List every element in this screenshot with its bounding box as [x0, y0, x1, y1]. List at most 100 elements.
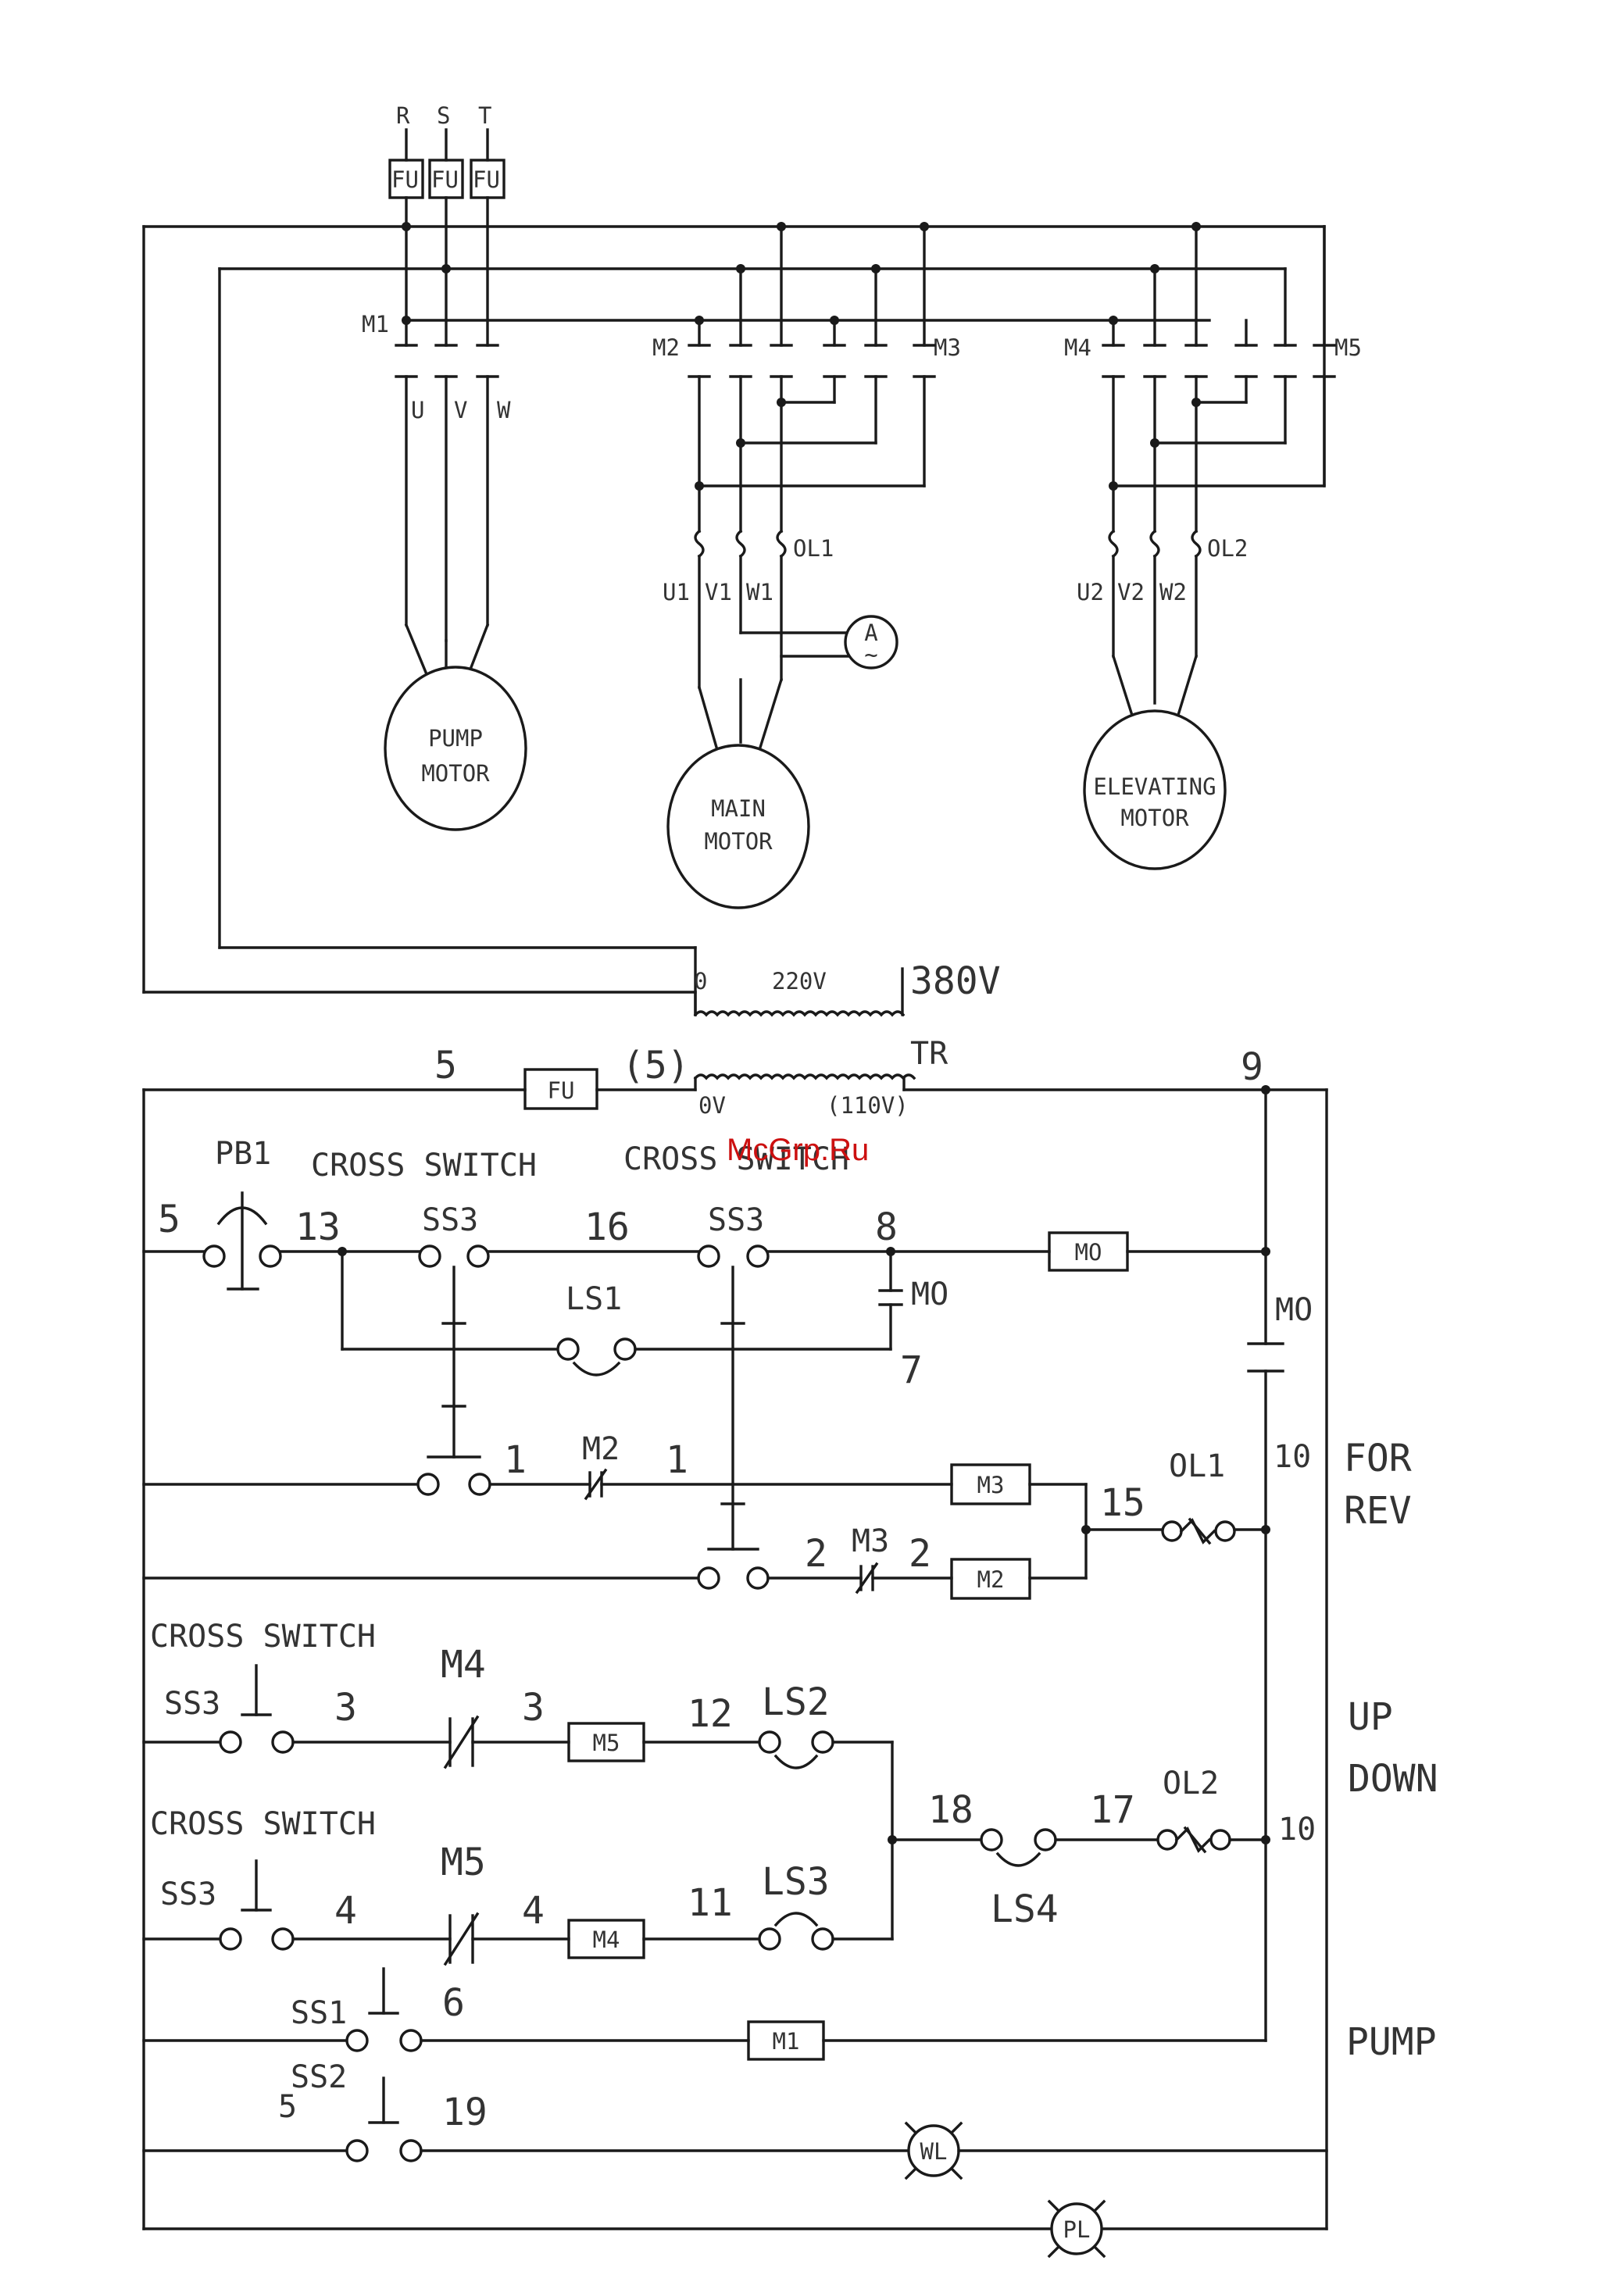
ammeter: A ~ [844, 615, 898, 670]
ls1-limit-switch [556, 1337, 637, 1377]
svg-text:M2: M2 [977, 1566, 1005, 1593]
m0-contact-right [1247, 1342, 1284, 1373]
control-transformer-primary [693, 946, 906, 1017]
cross-switch-label-2: CROSS SWITCH [623, 1141, 849, 1177]
svg-text:ELEVATING: ELEVATING [1093, 773, 1216, 800]
svg-text:FU: FU [431, 166, 459, 193]
m0-contact-left [878, 1289, 903, 1306]
ol1-contact-label: OL1 [1169, 1448, 1225, 1484]
wire-2-label-a: 2 [805, 1532, 827, 1576]
ol2-label: OL2 [1207, 535, 1248, 562]
wire-17-label: 17 [1090, 1788, 1135, 1832]
wire-4-label-b: 4 [522, 1889, 545, 1933]
for-label: FOR [1344, 1437, 1412, 1480]
ss3-up-pushbutton[interactable] [219, 1664, 295, 1754]
transformer-380v-label: 380V [910, 959, 1001, 1003]
wire-10-upper-label: 10 [1274, 1439, 1311, 1475]
wire-9-label: 9 [1241, 1045, 1263, 1089]
tr-110v-label: (110V) [827, 1092, 909, 1119]
main-terminal-w1: W1 [746, 579, 773, 605]
svg-text:A: A [864, 620, 877, 646]
elev-terminal-u2: U2 [1077, 579, 1104, 605]
ss3-contact-1[interactable] [418, 1244, 490, 1268]
m3-label: M3 [934, 334, 961, 361]
ss2-switch[interactable] [345, 2076, 423, 2162]
ss3-for-contact[interactable] [416, 1455, 491, 1496]
ss3-label-up: SS3 [164, 1686, 220, 1722]
main-motor: MAIN MOTOR [666, 744, 810, 909]
ss3-contact-2[interactable] [697, 1244, 770, 1268]
m5-nc-label: M5 [441, 1841, 486, 1884]
m2-m3-contacts [688, 344, 936, 378]
wire-1-label-b: 1 [666, 1438, 688, 1482]
ol2-contact [1156, 1826, 1231, 1854]
ss3-down-pushbutton[interactable] [219, 1859, 295, 1951]
wire-11-label: 11 [688, 1881, 733, 1925]
svg-text:~: ~ [864, 641, 877, 668]
wire-12-label: 12 [688, 1692, 733, 1736]
ls3-limit-switch [758, 1912, 834, 1951]
elevating-motor: ELEVATING MOTOR [1083, 709, 1227, 870]
m5-coil: M5 [567, 1722, 645, 1762]
m5-label: M5 [1334, 334, 1362, 361]
wire-5-ss2-label: 5 [278, 2089, 297, 2125]
ss3-label-down: SS3 [160, 1876, 216, 1912]
ss1-label: SS1 [291, 1995, 347, 2031]
tr-0v-label: 0V [698, 1092, 726, 1119]
main-terminal-v1: V1 [705, 579, 732, 605]
m1-coil: M1 [747, 2020, 825, 2061]
ss3-label-1: SS3 [422, 1202, 478, 1238]
wire-18-label: 18 [928, 1788, 973, 1832]
elev-terminal-v2: V2 [1117, 579, 1145, 605]
ol2-contact-label: OL2 [1163, 1766, 1219, 1801]
phase-label-r: R [396, 102, 410, 129]
ol1-contact [1161, 1517, 1236, 1545]
cross-switch-label-1: CROSS SWITCH [311, 1148, 537, 1184]
svg-text:FU: FU [391, 166, 419, 193]
control-fuse: FU [523, 1068, 598, 1110]
wire-7-label: 7 [900, 1348, 923, 1392]
svg-text:MO: MO [1075, 1239, 1102, 1266]
input-fuse-r: FU [388, 159, 424, 199]
phase-label-s: S [437, 102, 450, 129]
m4-nc-label: M4 [441, 1643, 486, 1687]
m0-coil: MO [1048, 1231, 1129, 1272]
wire-5-paren-label: (5) [622, 1044, 690, 1087]
elev-terminal-w2: W2 [1159, 579, 1187, 605]
ls4-limit-switch [980, 1828, 1057, 1867]
control-transformer-secondary [693, 1073, 916, 1091]
transformer-zero-label: 0 [694, 968, 707, 994]
power-circuit: R S T FU FU FU [142, 102, 1362, 1017]
wire-4-label-a: 4 [334, 1889, 357, 1933]
svg-text:PUMP: PUMP [428, 725, 483, 752]
ss3-rev-contact[interactable] [697, 1548, 770, 1590]
m0-right-label: MO [1275, 1292, 1313, 1328]
ls3-label: LS3 [762, 1860, 830, 1904]
pb1-pushbutton[interactable] [202, 1191, 282, 1291]
svg-text:MOTOR: MOTOR [704, 828, 773, 855]
input-fuse-s: FU [428, 159, 464, 199]
control-circuit: FU 5 (5) TR 9 0V (110V) MO 10 5 PB1 [142, 1036, 1438, 2259]
transformer-220v-label: 220V [772, 968, 827, 994]
svg-text:M4: M4 [593, 1926, 620, 1953]
rev-label: REV [1344, 1489, 1412, 1533]
ls2-limit-switch [758, 1730, 834, 1769]
ss2-label: SS2 [291, 2059, 347, 2095]
svg-text:M5: M5 [593, 1730, 620, 1756]
wire-8-label: 8 [875, 1205, 898, 1249]
m2-label: M2 [652, 334, 680, 361]
power-lamp: PL [1047, 2199, 1106, 2259]
m1-contacts [395, 344, 499, 378]
wire-15-label: 15 [1100, 1481, 1145, 1525]
svg-text:FU: FU [548, 1077, 575, 1104]
wire-16-label: 16 [584, 1205, 630, 1249]
ss1-switch[interactable] [345, 1967, 423, 2052]
svg-text:MOTOR: MOTOR [421, 760, 490, 787]
pump-label: PUMP [1346, 2020, 1437, 2064]
svg-text:MOTOR: MOTOR [1120, 805, 1189, 831]
pump-motor: PUMP MOTOR [384, 666, 527, 831]
work-lamp: WL [904, 2121, 963, 2180]
wire-6-label: 6 [442, 1981, 465, 2025]
svg-text:PL: PL [1063, 2216, 1091, 2243]
wire-3-label-b: 3 [522, 1686, 545, 1730]
